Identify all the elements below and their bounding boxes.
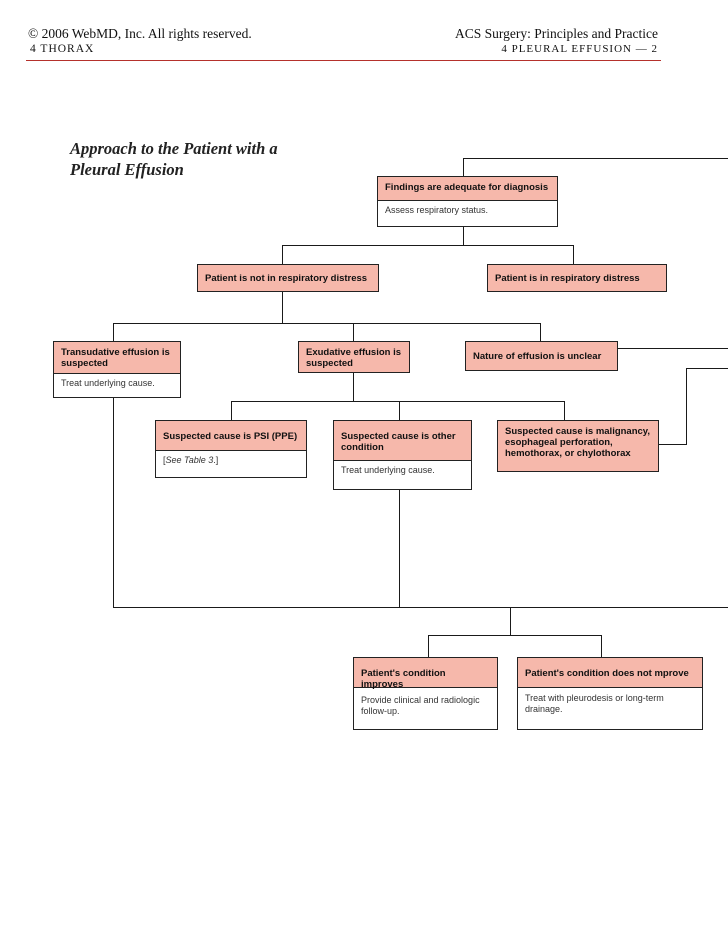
node-condition-does-not-improve: Patient's condition does not mprove Trea… [517, 657, 703, 730]
connector [601, 635, 602, 657]
connector [113, 398, 114, 607]
node-psi-ppe: Suspected cause is PSI (PPE) [See Table … [155, 420, 307, 478]
node-other-condition: Suspected cause is other condition Treat… [333, 420, 472, 490]
node-malignancy: Suspected cause is malignancy, esophagea… [497, 420, 659, 472]
node-heading: Suspected cause is PSI (PPE) [156, 421, 306, 451]
connector [113, 607, 728, 608]
node-body: Treat with pleurodesis or long-term drai… [525, 693, 664, 714]
node-heading: Findings are adequate for diagnosis [378, 177, 557, 201]
connector [463, 227, 464, 245]
table-reference: See Table 3 [165, 455, 214, 465]
node-heading: Suspected cause is other condition [334, 421, 471, 461]
connector [573, 245, 574, 264]
connector [399, 490, 400, 607]
connector [399, 401, 400, 420]
node-body: Treat underlying cause. [61, 378, 155, 388]
header-rule [26, 60, 661, 61]
node-body: Assess respiratory status. [385, 205, 489, 215]
node-not-in-distress: Patient is not in respiratory distress [197, 264, 379, 292]
body-bracket-close: .] [213, 455, 219, 465]
node-heading: Transudative effusion is suspected [54, 342, 180, 374]
connector [540, 323, 541, 341]
connector [113, 323, 114, 341]
node-unclear: Nature of effusion is unclear [465, 341, 618, 371]
node-heading: Patient's condition does not mprove [518, 658, 702, 688]
node-heading: Patient's condition improves [354, 658, 497, 690]
connector [659, 444, 686, 445]
body-bracket-open: [ [163, 455, 166, 465]
node-heading: Patient is not in respiratory distress [198, 265, 378, 291]
connector [282, 245, 574, 246]
connector [686, 368, 687, 445]
connector [282, 292, 283, 323]
connector [282, 245, 283, 264]
node-heading: Nature of effusion is unclear [466, 342, 617, 370]
title-line-2: Pleural Effusion [70, 160, 184, 179]
connector [353, 323, 354, 341]
connector [686, 368, 728, 369]
node-condition-improves: Patient's condition improves Provide cli… [353, 657, 498, 730]
node-heading: Patient is in respiratory distress [488, 265, 666, 291]
node-body: [See Table 3.] [156, 451, 306, 470]
node-exudative: Exudative effusion is suspected [298, 341, 410, 373]
connector [463, 158, 464, 176]
copyright-text: © 2006 WebMD, Inc. All rights reserved. [28, 26, 252, 41]
connector [231, 401, 565, 402]
connector [231, 401, 232, 420]
book-title: ACS Surgery: Principles and Practice [455, 26, 658, 41]
connector [353, 373, 354, 401]
page-title: Approach to the Patient with a Pleural E… [70, 138, 278, 180]
node-transudative: Transudative effusion is suspected Treat… [53, 341, 181, 398]
connector [113, 323, 541, 324]
connector [564, 401, 565, 420]
node-heading: Exudative effusion is suspected [299, 342, 409, 372]
node-heading: Suspected cause is malignancy, esophagea… [498, 421, 658, 471]
node-body: Treat underlying cause. [341, 465, 435, 475]
chapter-label: 4 PLEURAL EFFUSION — 2 [501, 43, 658, 55]
connector [618, 348, 728, 349]
connector [428, 635, 429, 657]
connector [510, 607, 511, 635]
node-findings-adequate: Findings are adequate for diagnosis Asse… [377, 176, 558, 227]
connector [428, 635, 602, 636]
connector [463, 158, 728, 159]
title-line-1: Approach to the Patient with a [70, 139, 278, 158]
node-body: Provide clinical and radiologic follow-u… [361, 695, 480, 716]
node-in-distress: Patient is in respiratory distress [487, 264, 667, 292]
section-label: 4 THORAX [30, 43, 95, 55]
